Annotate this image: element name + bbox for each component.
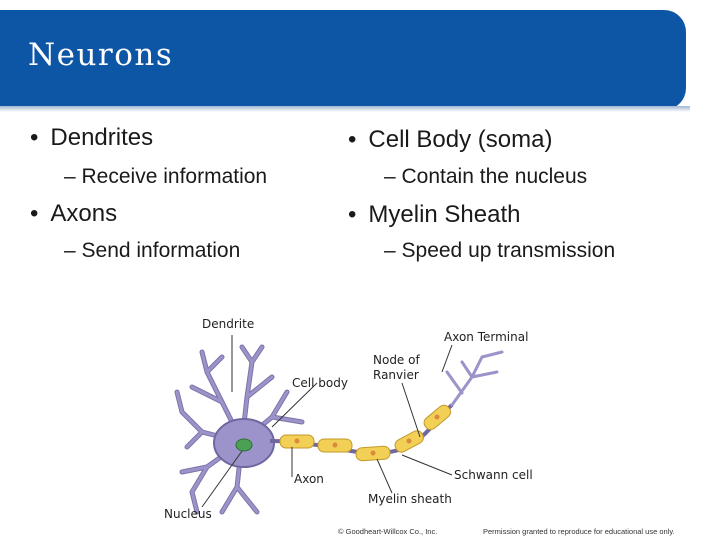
bullet-dendrites-label: Dendrites bbox=[50, 124, 154, 151]
title-banner bbox=[0, 10, 686, 110]
bullet-dendrites: • Dendrites bbox=[30, 126, 153, 150]
bullet-axons: • Axons bbox=[30, 202, 117, 226]
sub-bullet-cell-body-text: Contain the nucleus bbox=[401, 165, 588, 188]
sub-bullet-dendrites: – Receive information bbox=[64, 165, 268, 188]
bullet-myelin-label: Myelin Sheath bbox=[368, 201, 521, 228]
schwann-nuclei bbox=[294, 414, 440, 456]
label-nucleus: Nucleus bbox=[164, 507, 212, 521]
sub-bullet-axons-text: Send information bbox=[81, 239, 241, 262]
label-axon-terminal: Axon Terminal bbox=[444, 330, 528, 344]
label-cell-body: Cell body bbox=[292, 376, 348, 390]
axon-terminal-shape bbox=[445, 350, 504, 407]
neuron-illustration: Dendrite Axon Terminal Node of Ranvier C… bbox=[164, 317, 533, 521]
bullet-dot: • bbox=[348, 126, 357, 153]
label-lines bbox=[201, 335, 453, 508]
copyright-notice: © Goodheart-Willcox Co., Inc. bbox=[338, 527, 438, 536]
sub-bullet-dendrites-text: Receive information bbox=[81, 165, 268, 188]
neuron-diagram: Dendrite Axon Terminal Node of Ranvier C… bbox=[162, 317, 552, 527]
bullet-cell-body: • Cell Body (soma) bbox=[348, 128, 552, 152]
slide-title: Neurons bbox=[28, 37, 174, 73]
bullet-dot: • bbox=[30, 124, 39, 151]
sub-bullet-myelin-text: Speed up transmission bbox=[401, 239, 616, 262]
label-node-of: Node of bbox=[373, 353, 420, 367]
label-schwann-cell: Schwann cell bbox=[454, 468, 533, 482]
nucleus-shape bbox=[235, 438, 253, 452]
bullet-dot: • bbox=[348, 201, 357, 228]
label-axon: Axon bbox=[294, 472, 324, 486]
label-myelin-sheath: Myelin sheath bbox=[368, 492, 452, 506]
sub-bullet-cell-body: – Contain the nucleus bbox=[384, 165, 588, 188]
bullet-myelin: • Myelin Sheath bbox=[348, 203, 521, 227]
bullet-cell-body-label: Cell Body (soma) bbox=[368, 126, 553, 153]
bullet-axons-label: Axons bbox=[50, 200, 118, 227]
banner-shadow bbox=[0, 106, 690, 112]
bullet-dot: • bbox=[30, 200, 39, 227]
permission-notice: Permission granted to reproduce for educ… bbox=[483, 527, 675, 536]
label-dendrite: Dendrite bbox=[202, 317, 254, 331]
label-ranvier: Ranvier bbox=[373, 368, 419, 382]
sub-bullet-axons: – Send information bbox=[64, 239, 241, 262]
sub-bullet-myelin: – Speed up transmission bbox=[384, 239, 616, 262]
